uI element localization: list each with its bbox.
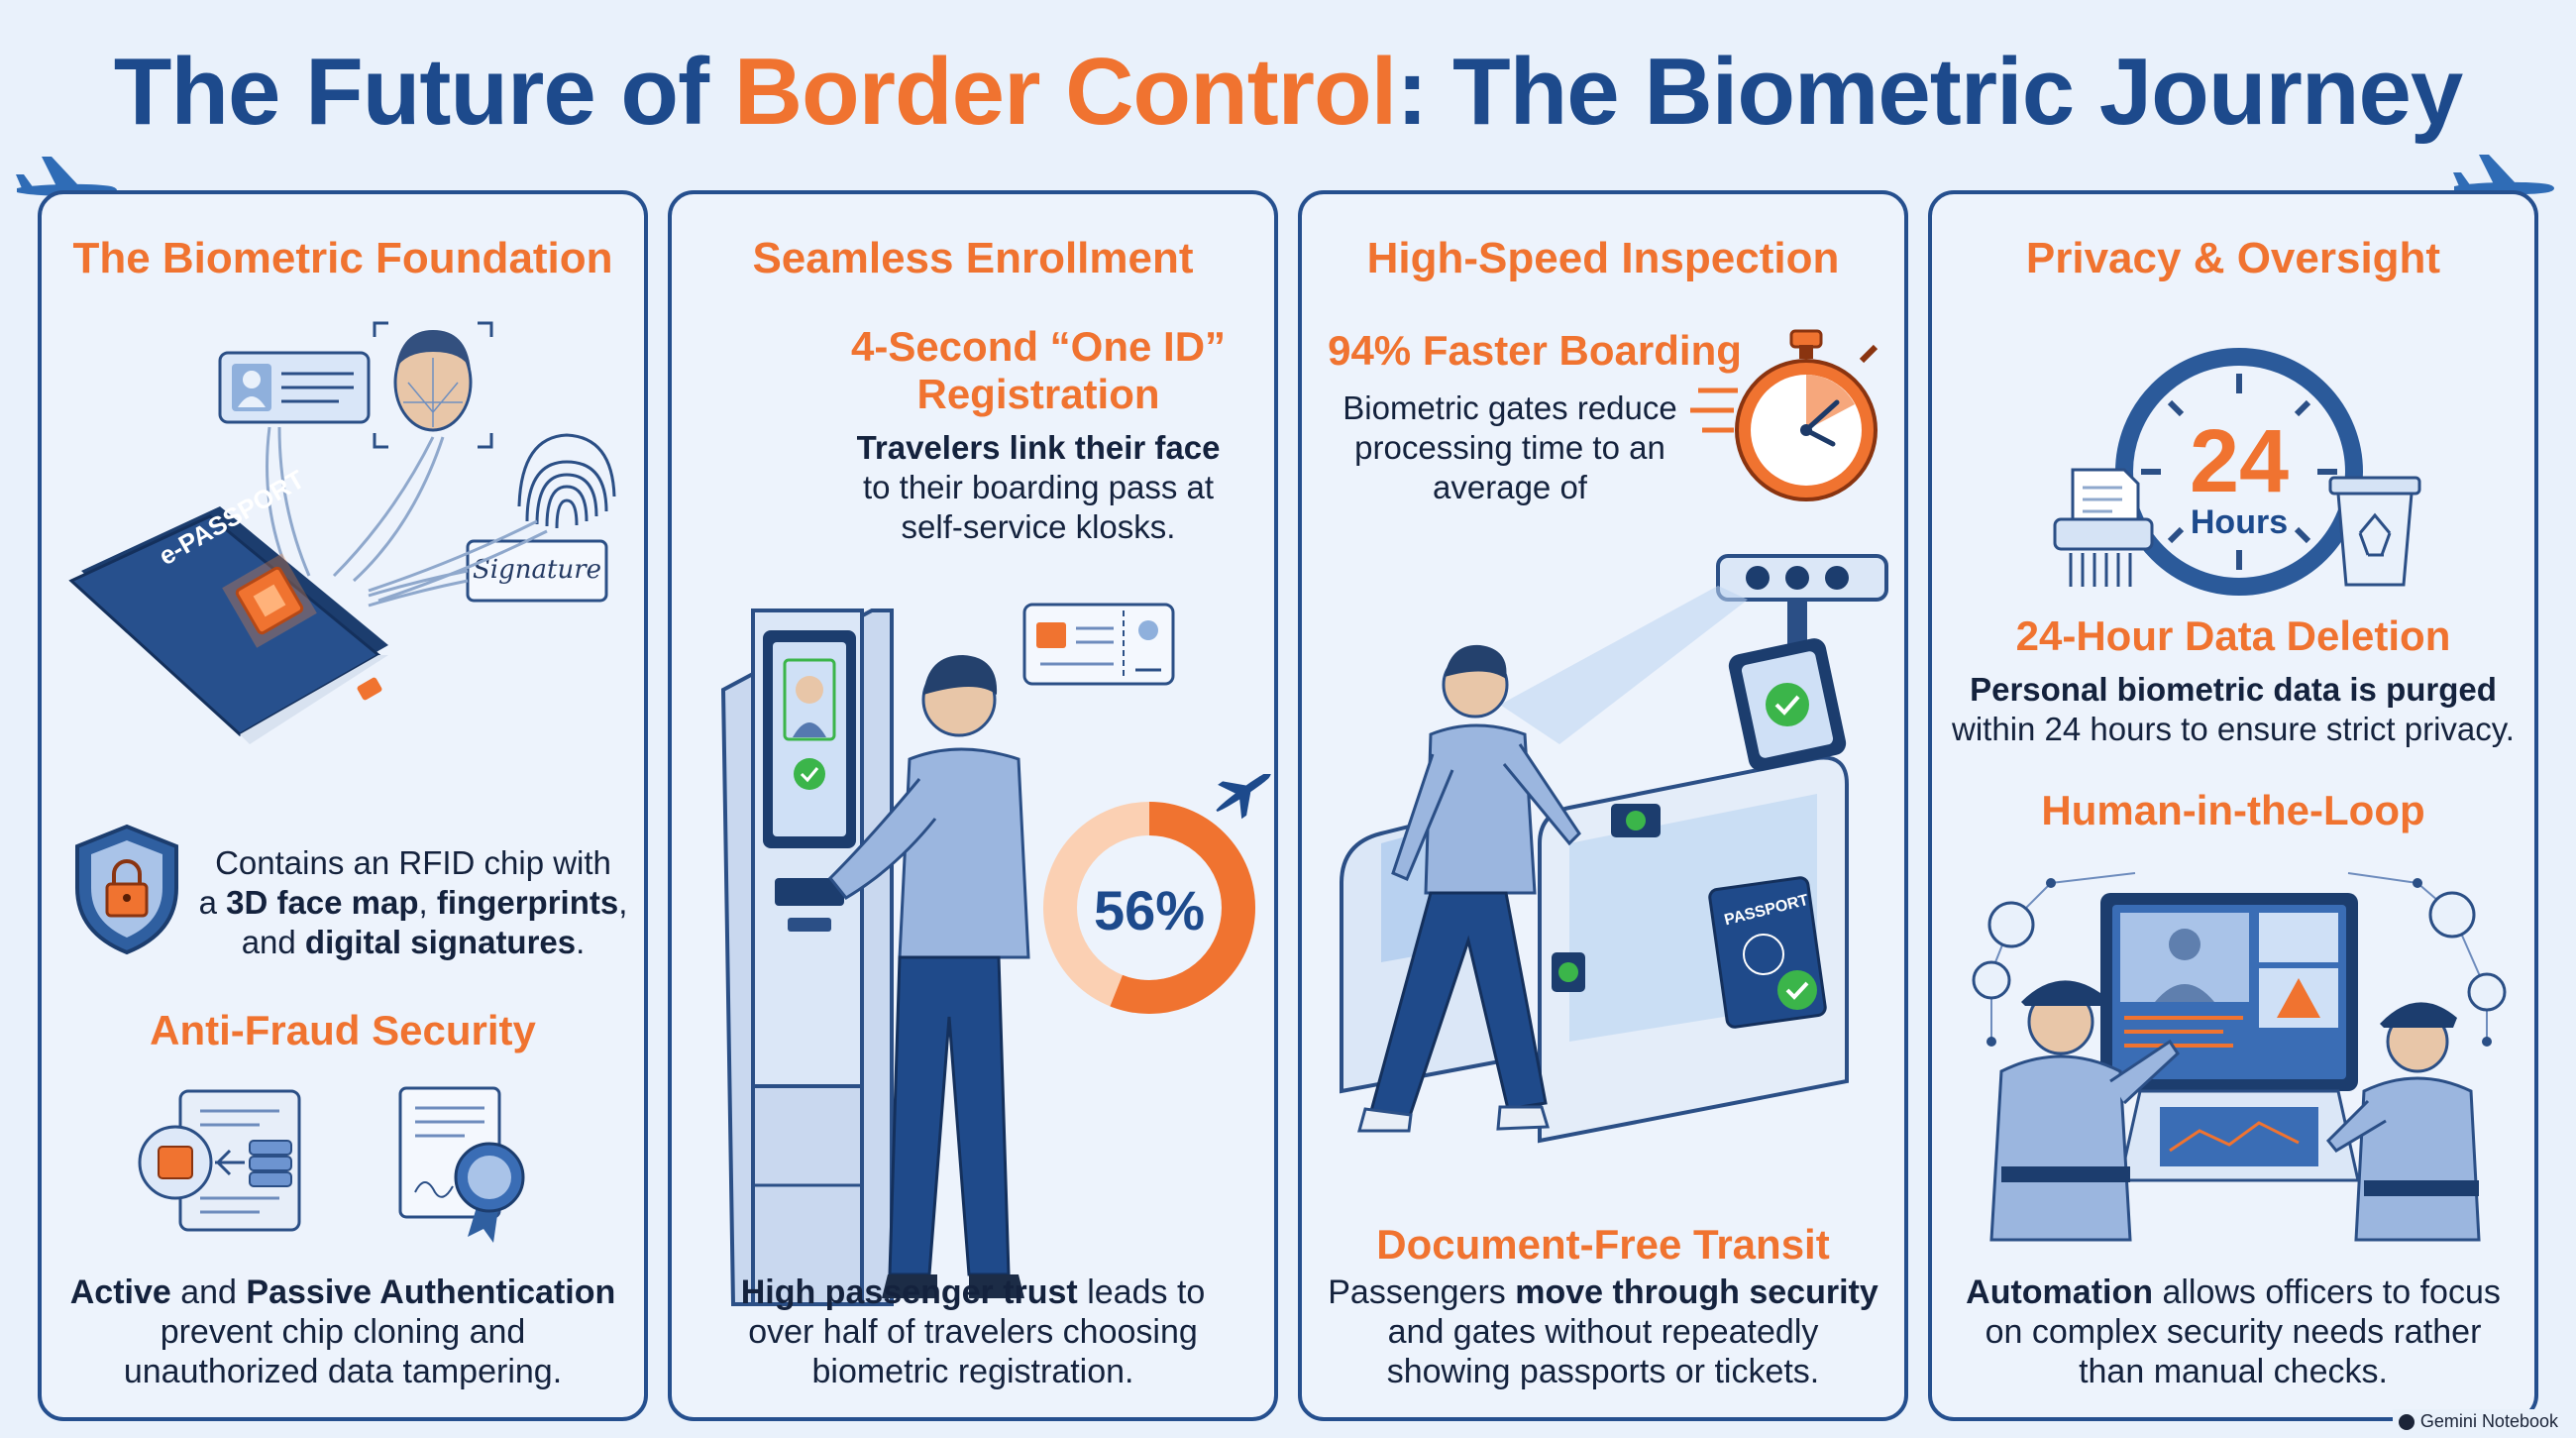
panel-title: Privacy & Oversight [2025, 234, 2441, 282]
enrollment-text: Travelers link their face to their board… [856, 429, 1221, 545]
document-free-subtitle: Document-Free Transit [1376, 1221, 1830, 1268]
one-id-subtitle: 4-Second “One ID” Registration [850, 323, 1227, 417]
donut-percent: 56% [1093, 879, 1206, 941]
signature-label: Signature [473, 555, 601, 585]
panel-title: High-Speed Inspection [1366, 234, 1840, 282]
page-title: The Future of Border Control: The Biomet… [0, 38, 2576, 157]
kiosk-icon [720, 608, 894, 1306]
fingerprint-icon [517, 433, 616, 529]
shredder-icon [2053, 468, 2154, 587]
biometric-foundation-illustration: Signature e-PASSPORT [68, 321, 616, 744]
panel-title: The Biometric Foundation [72, 234, 613, 282]
title-part1: The Future of [113, 39, 734, 145]
credit-text: Gemini Notebook [2419, 1411, 2558, 1431]
id-card-icon [218, 351, 371, 424]
trust-text: High passenger trust leads to over half … [740, 1273, 1206, 1390]
epassport-icon: e-PASSPORT [68, 464, 388, 744]
deletion-subtitle: 24-Hour Data Deletion [2015, 612, 2451, 659]
boarding-pass-icon [1022, 603, 1175, 686]
title-accent: Border Control [733, 39, 1398, 145]
panel-high-speed-inspection: High-Speed Inspection 94% Faster Boardin… [1298, 190, 1908, 1421]
anti-fraud-subtitle: Anti-Fraud Security [150, 1007, 536, 1053]
chip-icon [222, 553, 317, 648]
biometric-gate-icon: PASSPORT [1340, 554, 1888, 1144]
transit-text: Passengers move through security and gat… [1328, 1273, 1878, 1390]
faster-boarding-subtitle: 94% Faster Boarding [1328, 327, 1742, 374]
stopwatch-icon [1690, 329, 1878, 501]
panel-biometric-foundation: The Biometric Foundation [38, 190, 648, 1421]
panel-title: Seamless Enrollment [752, 234, 1194, 282]
donut-arc [1043, 802, 1255, 1014]
monitor-icon [1972, 872, 2507, 1242]
clock-24-icon: 24 Hours [2115, 348, 2363, 596]
certificate-icon [398, 1086, 525, 1243]
credit-badge: Gemini Notebook [2392, 1409, 2564, 1434]
face-scan-icon [373, 321, 493, 449]
clock-unit: Hours [2191, 503, 2288, 541]
boarding-text: Biometric gates reduce processing time t… [1342, 389, 1677, 505]
clock-number: 24 [2190, 412, 2289, 511]
notebook-icon [2398, 1413, 2415, 1430]
shield-lock-icon [75, 824, 178, 955]
title-part2: : The Biometric Journey [1396, 39, 2463, 145]
rfid-text: Contains an RFID chip with a 3D face map… [198, 844, 628, 960]
recycle-bin-icon [2328, 476, 2421, 587]
donut-56-chart [1043, 774, 1271, 1014]
human-loop-subtitle: Human-in-the-Loop [2041, 787, 2425, 833]
deletion-text: Personal biometric data is purged within… [1952, 671, 2515, 747]
panel-privacy-oversight: Privacy & Oversight 24 Hours 24-Hour Dat… [1928, 190, 2538, 1421]
chip-database-icon [138, 1089, 301, 1232]
traveler-figure [827, 655, 1030, 1298]
auth-text: Active and Passive Authentication preven… [69, 1273, 616, 1390]
signature-icon: Signature [466, 539, 608, 603]
automation-text: Automation allows officers to focus on c… [1966, 1273, 2501, 1390]
panel-seamless-enrollment: Seamless Enrollment 4-Second “One ID” Re… [668, 190, 1278, 1421]
airplane-icon [1216, 774, 1271, 820]
